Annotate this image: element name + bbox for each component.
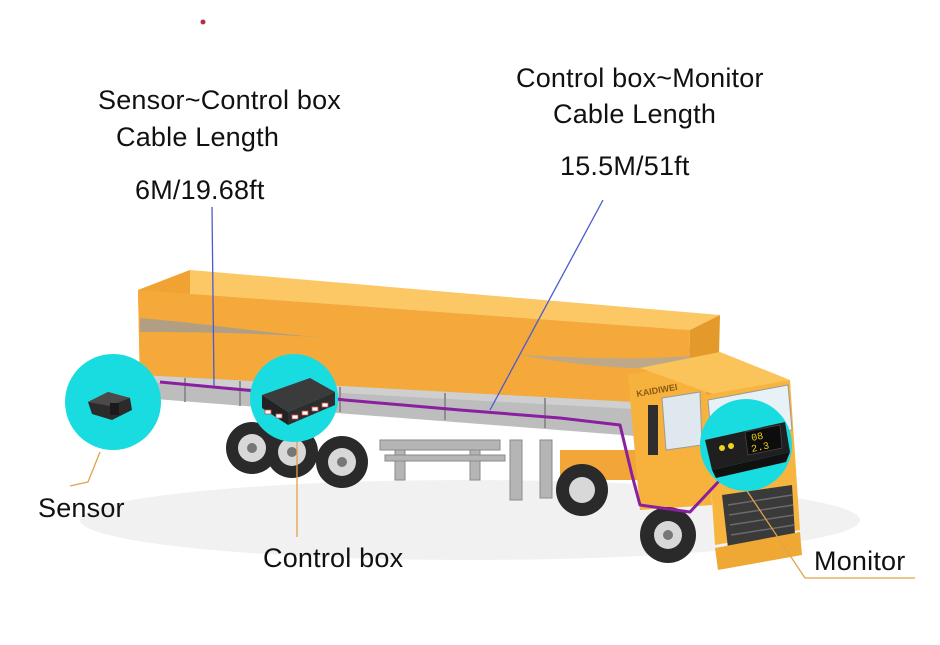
sensor-cb-leader: [211, 206, 215, 387]
cb-monitor-length: 15.5M/51ft: [560, 151, 690, 181]
control-box-callout: [250, 354, 338, 442]
sensor-label: Sensor: [38, 493, 125, 523]
monitor-leader: [744, 487, 915, 579]
monitor-label: Monitor: [814, 546, 906, 576]
control-box-label: Control box: [263, 543, 404, 573]
cb-monitor-title-line1: Control box~Monitor: [516, 63, 764, 93]
monitor-display-top: 08: [751, 432, 765, 445]
sensor-callout: [65, 354, 161, 450]
cb-monitor-leader: [489, 199, 604, 411]
decorative-dot: [200, 19, 206, 25]
sensor-cb-title-line2: Cable Length: [116, 122, 280, 152]
monitor-callout: 08 2.3: [700, 399, 792, 491]
trailer-chassis: [379, 439, 553, 501]
monitor-display-bottom: 2.3: [751, 441, 771, 456]
sensor-leader: [69, 451, 101, 487]
cb-monitor-title-line2: Cable Length: [553, 99, 717, 129]
sensor-cb-length: 6M/19.68ft: [135, 175, 265, 205]
sensor-cb-title-line1: Sensor~Control box: [98, 85, 341, 115]
